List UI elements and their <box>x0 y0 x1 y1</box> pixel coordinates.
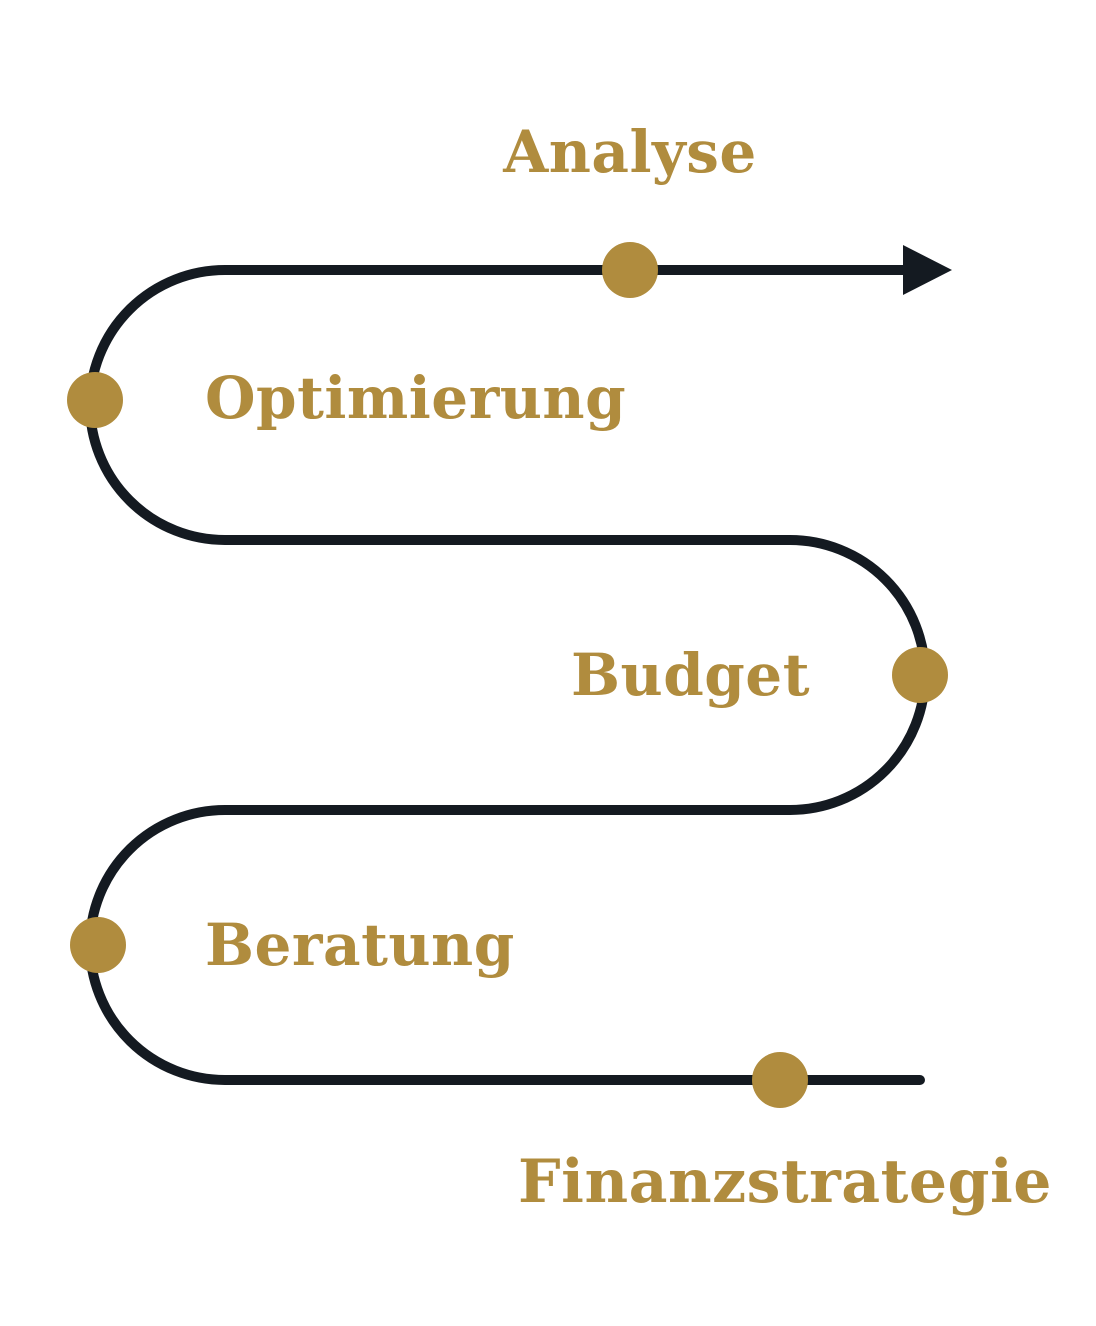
milestone-dot-optimierung <box>67 372 123 428</box>
milestone-dot-analyse <box>602 242 658 298</box>
milestone-dot-finanzstrategie <box>752 1052 808 1108</box>
milestone-dot-beratung <box>70 917 126 973</box>
step-label-analyse: Analyse <box>503 118 757 186</box>
milestone-dot-budget <box>892 647 948 703</box>
step-label-beratung: Beratung <box>205 911 515 979</box>
flow-arrowhead-icon <box>903 245 952 295</box>
step-label-finanzstrategie: Finanzstrategie <box>518 1147 1052 1217</box>
step-label-budget: Budget <box>571 641 810 709</box>
step-label-optimierung: Optimierung <box>205 364 627 432</box>
